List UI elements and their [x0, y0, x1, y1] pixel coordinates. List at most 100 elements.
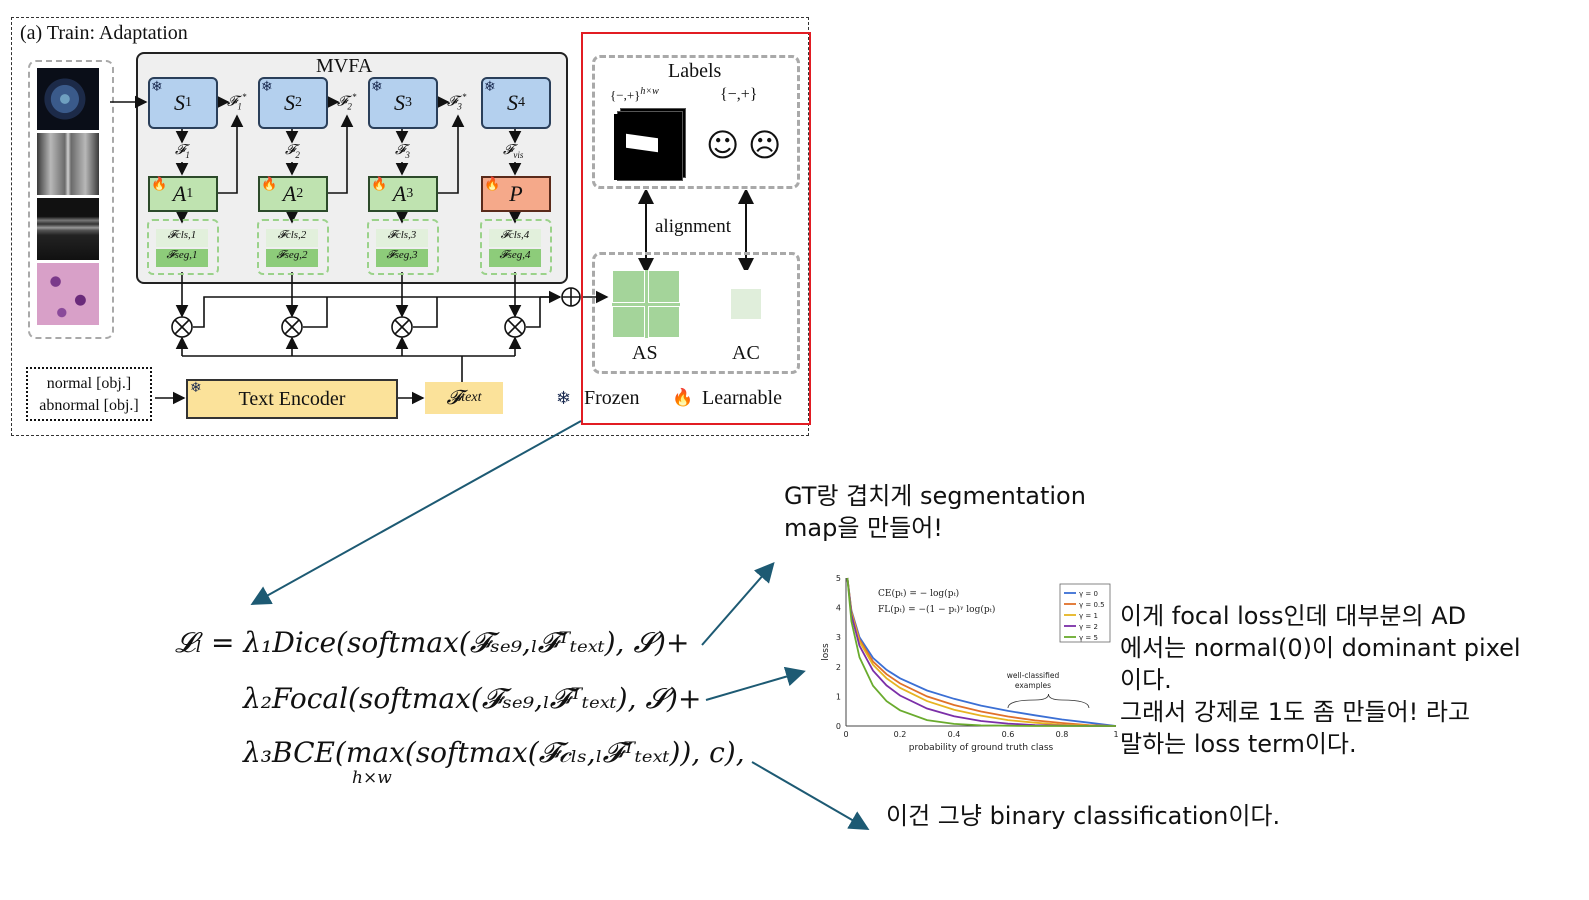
y-tick-label: 3	[836, 633, 841, 642]
seg-annotation: GT랑 겹치게 segmentation map을 만들어!	[784, 480, 1086, 544]
alignment-highlight-box	[581, 32, 811, 425]
pixel-label-set: {−,+}h×w	[610, 86, 659, 103]
legend-frozen: Frozen	[584, 387, 640, 409]
pixel-label-set-sup: h×w	[640, 86, 659, 97]
seg-annotation-line2: map을 만들어!	[784, 514, 943, 542]
x-axis-label: probability of ground truth class	[909, 743, 1054, 753]
labels-title: Labels	[668, 60, 722, 82]
legend-entry: γ = 1	[1079, 612, 1098, 620]
ce-formula: CE(pₜ) = − log(pₜ)	[878, 588, 959, 599]
as-label: AS	[632, 342, 658, 364]
bce-annotation: 이건 그냥 binary classification이다.	[886, 802, 1281, 830]
feature-group-3	[367, 219, 439, 275]
flame-icon: 🔥	[151, 177, 168, 192]
flame-icon: 🔥	[484, 177, 501, 192]
series-line	[846, 577, 1117, 727]
loss-equation-line1: 𝓛ₗ = λ₁Dice(softmax(𝓕ₛₑ₉,ₗ𝓕ᵀₜₑₓₜ), 𝓢)+	[175, 626, 690, 659]
feature-group-1	[147, 219, 219, 275]
y-tick-label: 2	[836, 663, 841, 672]
stage-feature-3-label: 𝓕	[395, 143, 406, 158]
stage-s3-sub: 3	[405, 95, 412, 110]
flame-icon: 🔥	[261, 177, 278, 192]
prompt-normal: normal [obj.]	[46, 375, 132, 392]
stage-s4-sub: 4	[518, 95, 525, 110]
stage-s1-sub: 1	[185, 95, 192, 110]
x-tick-label: 0.8	[1056, 730, 1069, 739]
loss-equation-line3: λ₃BCE(max(softmax(𝓕𝒸ₗₛ,ₗ𝓕ᵀₜₑₓₜ)), c),	[243, 736, 745, 769]
text-feature-label: 𝓕	[446, 386, 462, 409]
stage-feature-vis: 𝓕vis	[503, 143, 523, 160]
stage-feature-2: 𝓕2	[285, 143, 300, 160]
stage-feature-2-label: 𝓕	[285, 143, 296, 158]
star-feature-3-sup: *	[461, 92, 467, 102]
star-feature-2-sup: *	[351, 92, 357, 102]
legend-entry: γ = 5	[1079, 634, 1098, 642]
y-tick-label: 5	[836, 574, 841, 583]
stage-feature-2-sub: 2	[295, 149, 300, 160]
panel-title: (a) Train: Adaptation	[20, 22, 188, 44]
y-tick-label: 4	[836, 604, 841, 613]
oct-retina-image	[37, 198, 99, 260]
stage-s1-label: S	[174, 90, 185, 115]
y-tick-label: 0	[836, 722, 841, 731]
star-feature-1-label: 𝓕	[227, 94, 238, 110]
focal-annotation: 이게 focal loss인데 대부분의 AD 에서는 normal(0)이 d…	[1120, 600, 1521, 760]
legend-entry: γ = 0.5	[1079, 601, 1105, 609]
cls-feature-3: 𝓕cls,3	[376, 229, 428, 247]
focal-annotation-line4: 그래서 강제로 1도 좀 만들어! 라고	[1120, 698, 1471, 726]
adapter-a3-sub: 3	[406, 186, 414, 201]
text-encoder-label: Text Encoder	[238, 387, 346, 410]
y-axis-label: loss	[821, 643, 831, 661]
snowflake-icon: ❄	[556, 388, 572, 409]
diagram-connectors	[110, 95, 609, 405]
star-feature-1-sub: 1	[237, 101, 242, 112]
focal-annotation-line3: 이다.	[1120, 666, 1172, 694]
focal-annotation-line5: 말하는 loss term이다.	[1120, 730, 1357, 758]
legend-entry: γ = 2	[1079, 623, 1098, 631]
ac-label: AC	[732, 342, 760, 364]
mask-layer	[614, 114, 678, 180]
stage-feature-vis-label: 𝓕	[503, 143, 514, 158]
projector-p: P	[481, 176, 551, 212]
cls-feature-4: 𝓕cls,4	[489, 229, 541, 247]
adapter-a1-sub: 1	[186, 186, 194, 201]
text-prompts: normal [obj.] abnormal [obj.]	[26, 367, 152, 421]
max-subscript: h×w	[352, 768, 392, 788]
well-classified-brace	[1007, 693, 1090, 709]
stage-feature-1-label: 𝓕	[175, 143, 186, 158]
stage-s2-sub: 2	[295, 95, 302, 110]
cls-feature-2: 𝓕cls,2	[266, 229, 318, 247]
star-feature-3-label: 𝓕	[447, 94, 458, 110]
cls-feature-1: 𝓕cls,1	[156, 229, 208, 247]
x-tick-label: 0	[843, 730, 848, 739]
stage-feature-3: 𝓕3	[395, 143, 410, 160]
abnormal-frown-icon: ☹	[748, 126, 782, 164]
feature-group-4	[480, 219, 552, 275]
seg-annotation-line1: GT랑 겹치게 segmentation	[784, 482, 1086, 510]
star-feature-3-sub: 3	[457, 101, 462, 112]
gt-mask-stack	[614, 108, 686, 181]
stage-s4-label: S	[507, 90, 518, 115]
adapter-a1-label: A	[172, 181, 187, 206]
x-tick-label: 0.4	[948, 730, 961, 739]
x-tick-label: 0.6	[1002, 730, 1015, 739]
stage-s2-label: S	[284, 90, 295, 115]
flame-icon: 🔥	[672, 388, 694, 408]
star-feature-2-sub: 2	[347, 101, 352, 112]
adapter-a3-label: A	[392, 181, 407, 206]
loss-equation-line2: λ₂Focal(softmax(𝓕ₛₑ₉,ₗ𝓕ᵀₜₑₓₜ), 𝓢)+	[243, 682, 702, 715]
series-line	[846, 577, 1116, 727]
stage-feature-vis-sub: vis	[513, 149, 524, 160]
focal-annotation-line1: 이게 focal loss인데 대부분의 AD	[1120, 602, 1467, 630]
feature-group-2	[257, 219, 329, 275]
snowflake-icon: ❄	[261, 79, 273, 95]
alignment-label: alignment	[655, 216, 731, 237]
